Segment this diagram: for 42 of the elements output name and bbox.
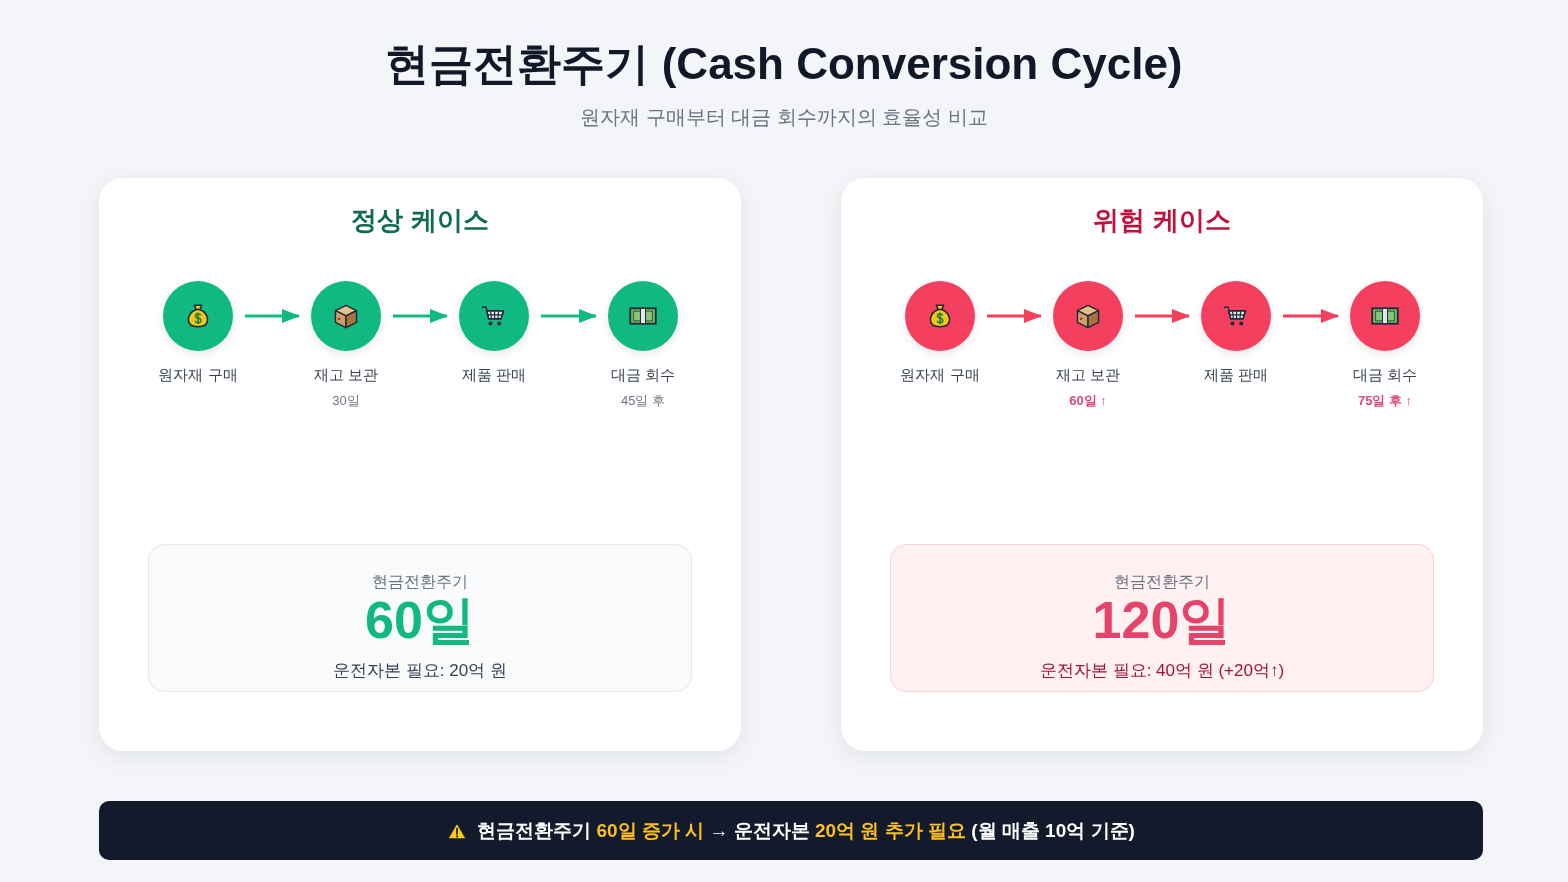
duration-label: 60일 ↑ — [1069, 392, 1107, 410]
summary-panel — [148, 544, 692, 692]
card-title: 정상 케이스 — [351, 204, 489, 236]
step-label: 재고 보관 — [313, 365, 379, 385]
arrow — [1283, 309, 1339, 323]
case-card — [841, 178, 1483, 751]
step-circle — [1201, 281, 1271, 351]
step-label: 대금 회수 — [610, 365, 676, 385]
step-circle — [459, 281, 529, 351]
arrow — [987, 309, 1042, 323]
warning-text: 현금전환주기 60일 증가 시 → 운전자본 20억 원 추가 필요 (월 매출 10억 기준) — [477, 818, 1135, 843]
step-circle — [1350, 281, 1420, 351]
step-circle — [608, 281, 678, 351]
step-label: 제품 판매 — [461, 365, 527, 385]
step-circle — [163, 281, 233, 351]
metric-label: 현금전환주기 — [372, 572, 468, 592]
warning-banner — [99, 801, 1483, 860]
summary-panel — [890, 544, 1434, 692]
duration-label: 30일 — [332, 392, 360, 410]
requirement-text: 운전자본 필요: 20억 원 — [333, 660, 507, 682]
metric-label: 현금전환주기 — [1114, 572, 1210, 592]
step-label: 대금 회수 — [1352, 365, 1418, 385]
arrow — [245, 309, 300, 323]
arrow — [541, 309, 597, 323]
case-card — [99, 178, 741, 751]
step-label: 원자재 구매 — [158, 365, 238, 385]
step-circle — [905, 281, 975, 351]
arrow — [393, 309, 448, 323]
duration-label: 45일 후 — [620, 392, 666, 410]
step-label: 제품 판매 — [1203, 365, 1269, 385]
step-label: 재고 보관 — [1055, 365, 1121, 385]
metric-value: 120일 — [1092, 591, 1232, 649]
step-circle — [1053, 281, 1123, 351]
title: 현금전환주기 (Cash Conversion Cycle) — [385, 38, 1183, 90]
duration-label: 75일 후 ↑ — [1357, 392, 1413, 410]
requirement-text: 운전자본 필요: 40억 원 (+20억↑) — [1039, 660, 1285, 682]
card-title: 위험 케이스 — [1093, 204, 1231, 236]
subtitle: 원자재 구매부터 대금 회수까지의 효율성 비교 — [580, 105, 988, 130]
arrow — [1135, 309, 1190, 323]
step-circle — [311, 281, 381, 351]
step-label: 원자재 구매 — [900, 365, 980, 385]
metric-value: 60일 — [365, 591, 475, 649]
